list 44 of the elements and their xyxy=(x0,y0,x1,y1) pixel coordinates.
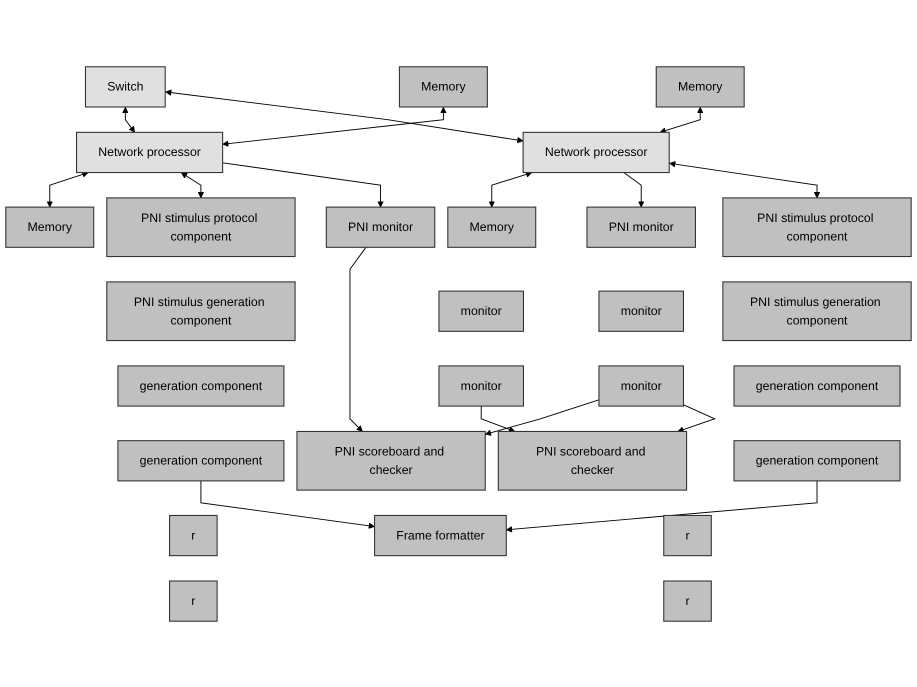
arrow xyxy=(181,172,204,198)
node-box: PNI scoreboard and checker xyxy=(296,430,486,490)
arrow xyxy=(484,398,600,436)
node-box: Network processor xyxy=(76,131,224,173)
arrow xyxy=(165,88,524,143)
node-box: Switch xyxy=(84,66,166,108)
node-box: PNI scoreboard and checker xyxy=(498,430,688,490)
node-box: Frame formatter xyxy=(374,514,507,556)
node-box: Memory xyxy=(5,206,94,248)
node-box: monitor xyxy=(598,290,684,332)
node-box: r xyxy=(169,580,218,622)
arrow xyxy=(506,480,818,532)
node-box: Network processor xyxy=(522,131,670,173)
node-box: monitor xyxy=(598,364,684,406)
node-box: generation component xyxy=(117,440,284,481)
node-box: PNI monitor xyxy=(326,206,436,248)
arrow xyxy=(488,170,532,207)
node-box: monitor xyxy=(438,364,524,406)
arrow xyxy=(660,106,704,134)
node-box: generation component xyxy=(734,440,901,481)
node-box: PNI stimulus protocol component xyxy=(722,196,912,257)
arrow xyxy=(480,405,516,432)
arrow xyxy=(200,480,375,528)
node-box: Memory xyxy=(447,206,536,248)
arrow xyxy=(350,246,366,432)
arrow xyxy=(623,172,644,207)
node-box: PNI monitor xyxy=(586,206,696,248)
node-box: PNI stimulus generation component xyxy=(106,280,296,341)
node-box: PNI stimulus generation component xyxy=(722,280,912,341)
arrow xyxy=(222,162,384,207)
node-box: PNI stimulus protocol component xyxy=(106,196,296,257)
node-box: Memory xyxy=(398,66,488,108)
node-box: r xyxy=(663,580,712,622)
node-box: generation component xyxy=(117,364,284,406)
arrow xyxy=(222,106,447,146)
arrow xyxy=(122,106,136,132)
arrow xyxy=(678,404,716,432)
node-box: generation component xyxy=(734,364,901,406)
node-box: Memory xyxy=(656,66,745,108)
arrow xyxy=(669,160,820,198)
arrow xyxy=(46,170,88,207)
node-box: r xyxy=(663,514,712,556)
node-box: r xyxy=(169,514,218,556)
node-box: monitor xyxy=(438,290,524,332)
